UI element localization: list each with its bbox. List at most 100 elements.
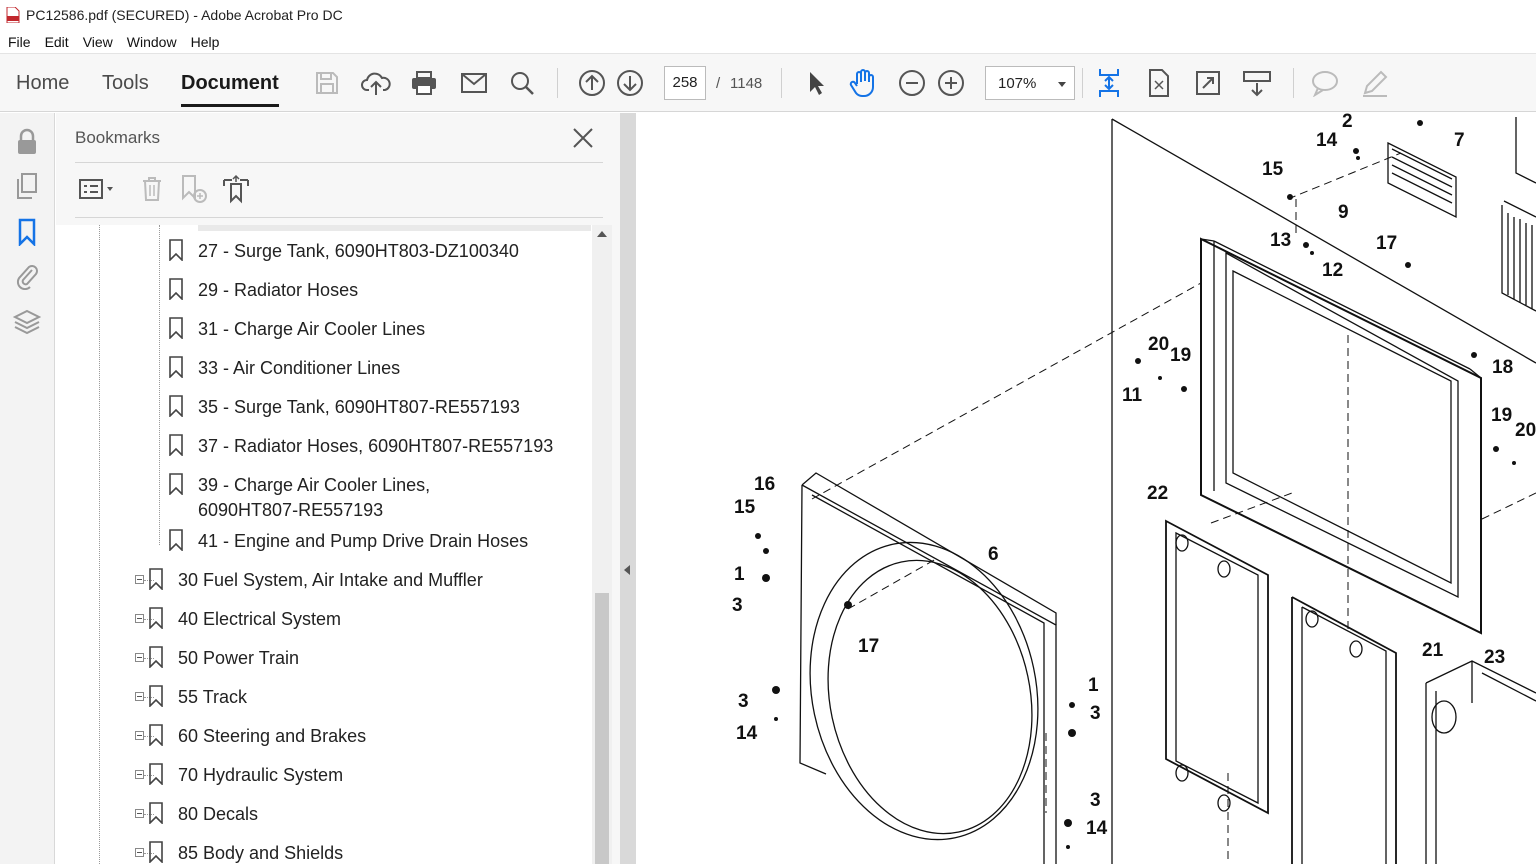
comment-button[interactable]: [1309, 67, 1341, 99]
bookmark-icon: [169, 278, 183, 300]
security-button[interactable]: [12, 127, 42, 157]
attachments-button[interactable]: [12, 261, 42, 291]
bookmark-item[interactable]: 29 - Radiator Hoses: [168, 278, 358, 303]
bookmarks-title: Bookmarks: [75, 128, 161, 147]
scroll-up-arrow-icon[interactable]: [597, 231, 607, 237]
expand-toggle[interactable]: [135, 692, 144, 701]
keyboard-down-icon: [1243, 71, 1271, 97]
bookmark-section[interactable]: 85 Body and Shields: [148, 841, 343, 864]
print-button[interactable]: [408, 67, 440, 99]
tree-guide: [144, 619, 154, 620]
tree-guide: [144, 814, 154, 815]
menu-help[interactable]: Help: [190, 33, 220, 50]
next-page-button[interactable]: [614, 67, 646, 99]
tree-guide: [144, 697, 154, 698]
menu-window[interactable]: Window: [126, 33, 177, 50]
bookmark-label: 37 - Radiator Hoses, 6090HT807-RE557193: [198, 436, 554, 456]
callout-label: 2: [1342, 113, 1353, 132]
bookmark-section[interactable]: 40 Electrical System: [148, 607, 341, 632]
bookmarks-button[interactable]: [12, 217, 42, 247]
scroll-mode-button[interactable]: [1093, 67, 1125, 99]
menu-file[interactable]: File: [8, 33, 31, 50]
tab-tools[interactable]: Tools: [102, 72, 149, 94]
expand-toggle[interactable]: [135, 653, 144, 662]
bookmark-label: 39 - Charge Air Cooler Lines,6090HT807-R…: [198, 473, 430, 523]
scrollbar-thumb[interactable]: [595, 593, 609, 864]
callout-label: 20: [1148, 334, 1169, 355]
page-number-input[interactable]: 258: [664, 66, 706, 100]
bookmark-item[interactable]: 41 - Engine and Pump Drive Drain Hoses: [168, 529, 528, 554]
bookmarks-scrollbar[interactable]: [592, 225, 612, 864]
bookmark-item[interactable]: 33 - Air Conditioner Lines: [168, 356, 400, 381]
expand-toggle[interactable]: [135, 770, 144, 779]
expand-toggle[interactable]: [135, 614, 144, 623]
menu-view[interactable]: View: [82, 33, 113, 50]
fullscreen-button[interactable]: [1192, 67, 1224, 99]
list-options-icon: [79, 179, 113, 199]
page-total: 1148: [730, 75, 763, 92]
sign-button[interactable]: [1359, 67, 1391, 99]
bookmarks-panel: Bookmarks 27 - Surge Tank, 6090HT803-DZ1…: [56, 113, 620, 864]
save-button[interactable]: [311, 67, 343, 99]
bookmark-icon: [149, 841, 163, 863]
previous-page-button[interactable]: [576, 67, 608, 99]
expand-icon: [1196, 71, 1220, 95]
hand-tool-button[interactable]: [847, 67, 879, 99]
collapse-panel-arrow-icon[interactable]: [624, 565, 630, 575]
delete-bookmark-button[interactable]: [138, 173, 166, 205]
bookmark-icon: [169, 434, 183, 456]
toolbar-divider: [557, 68, 558, 98]
callout-label: 11: [1122, 385, 1143, 406]
bookmark-section[interactable]: 50 Power Train: [148, 646, 299, 671]
tree-guide: [144, 736, 154, 737]
upload-cloud-button[interactable]: [360, 67, 392, 99]
bookmark-label: 27 - Surge Tank, 6090HT803-DZ100340: [198, 241, 519, 261]
new-bookmark-button[interactable]: [178, 173, 210, 205]
bookmark-section[interactable]: 55 Track: [148, 685, 247, 710]
document-view[interactable]: 2 14 7 15 9 13 12 17 20 19 11 18 19 20 2…: [636, 113, 1536, 864]
callout-label: 15: [1262, 159, 1284, 180]
tab-home[interactable]: Home: [16, 72, 70, 94]
bookmark-section[interactable]: 80 Decals: [148, 802, 258, 827]
bookmark-item[interactable]: 35 - Surge Tank, 6090HT807-RE557193: [168, 395, 520, 420]
read-mode-button[interactable]: [1241, 67, 1273, 99]
close-panel-button[interactable]: [570, 125, 596, 151]
callout-label: 14: [1316, 130, 1338, 151]
tab-document[interactable]: Document: [181, 72, 279, 107]
bookmark-item[interactable]: 39 - Charge Air Cooler Lines,6090HT807-R…: [168, 473, 430, 523]
expand-bookmark-button[interactable]: [220, 173, 252, 205]
rotate-button[interactable]: [1143, 67, 1175, 99]
select-tool-button[interactable]: [800, 67, 832, 99]
page-thumbnails-button[interactable]: [12, 171, 42, 201]
bookmark-item[interactable]: 31 - Charge Air Cooler Lines: [168, 317, 425, 342]
bookmark-label-line: 39 - Charge Air Cooler Lines,: [198, 475, 431, 495]
callout-label: 17: [1376, 233, 1397, 254]
paperclip-icon: [16, 265, 38, 290]
callout-label: 6: [988, 544, 999, 565]
bookmark-item[interactable]: 37 - Radiator Hoses, 6090HT807-RE557193: [168, 434, 553, 459]
search-button[interactable]: [506, 67, 538, 99]
pdf-file-icon: [6, 6, 20, 24]
email-button[interactable]: [458, 67, 490, 99]
bookmark-section[interactable]: 30 Fuel System, Air Intake and Muffler: [148, 568, 483, 593]
expand-toggle[interactable]: [135, 848, 144, 857]
zoom-in-button[interactable]: [935, 67, 967, 99]
bookmark-icon: [149, 607, 163, 629]
menu-edit[interactable]: Edit: [44, 33, 69, 50]
bookmark-item[interactable]: 27 - Surge Tank, 6090HT803-DZ100340: [168, 239, 519, 264]
bookmark-label: 29 - Radiator Hoses: [198, 280, 359, 300]
layers-button[interactable]: [12, 307, 42, 337]
bookmark-section[interactable]: 70 Hydraulic System: [148, 763, 343, 788]
bookmark-options-button[interactable]: [78, 173, 116, 205]
bookmark-section[interactable]: 60 Steering and Brakes: [148, 724, 366, 749]
title-bar: PC12586.pdf (SECURED) - Adobe Acrobat Pr…: [0, 0, 1536, 30]
expand-toggle[interactable]: [135, 575, 144, 584]
zoom-out-button[interactable]: [896, 67, 928, 99]
callout-label: 3: [732, 595, 743, 616]
toolbar-divider: [781, 68, 782, 98]
expand-toggle[interactable]: [135, 731, 144, 740]
callout-label: 1: [734, 564, 745, 585]
zoom-select[interactable]: 107%: [985, 66, 1075, 100]
expand-toggle[interactable]: [135, 809, 144, 818]
panel-splitter[interactable]: [620, 113, 636, 864]
